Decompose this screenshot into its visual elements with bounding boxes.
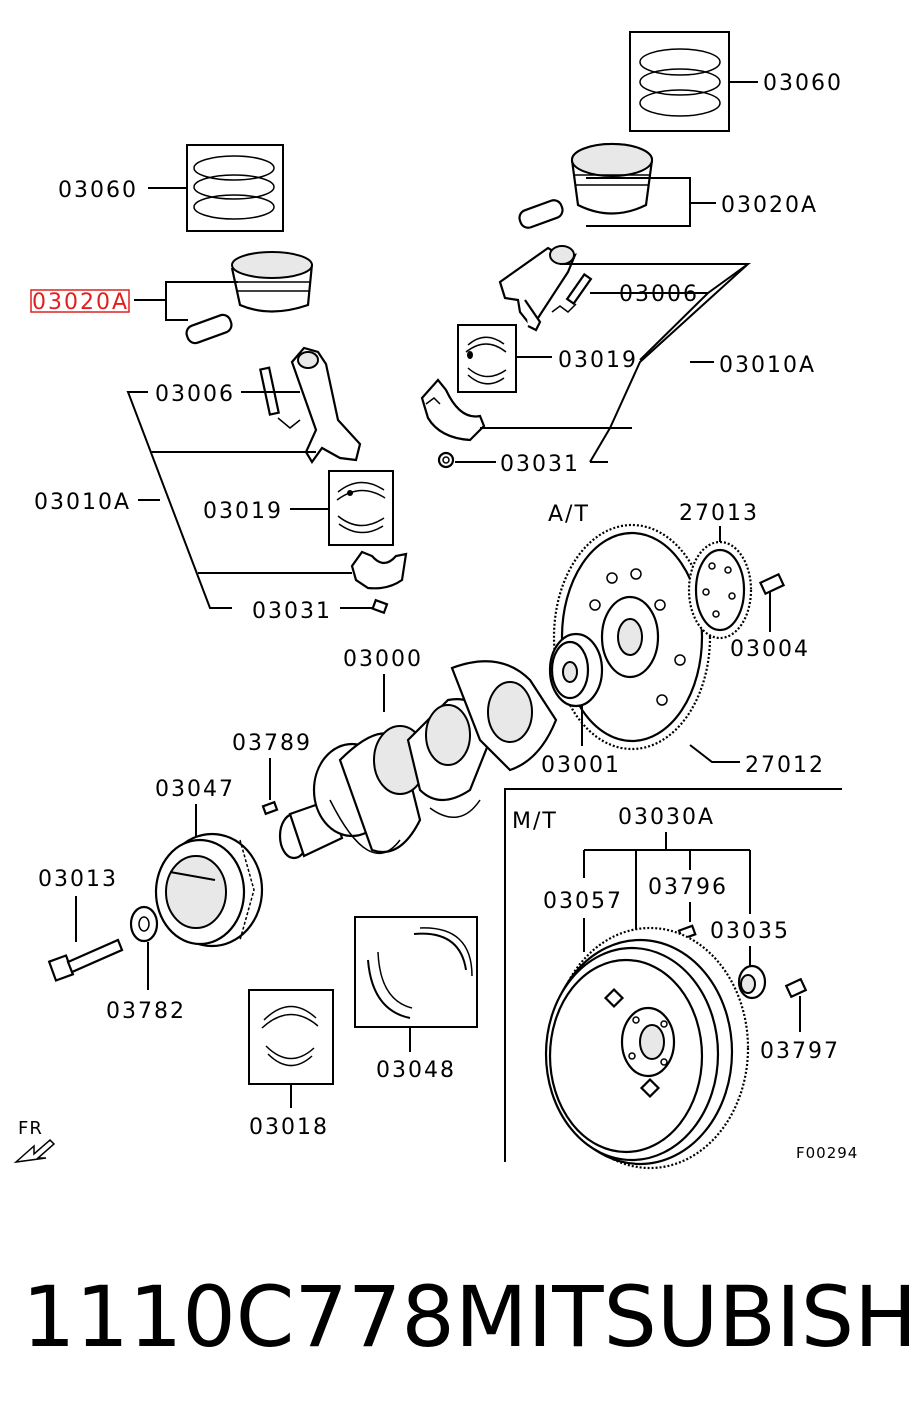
label-mt: M/T xyxy=(512,809,558,834)
thrust-bearing xyxy=(354,916,478,1052)
flywheel xyxy=(544,926,750,1170)
label-03797: 03797 xyxy=(760,1039,840,1064)
label-03047: 03047 xyxy=(155,777,235,802)
adapter-plate xyxy=(687,526,753,640)
mt-section-border xyxy=(504,788,842,1162)
exploded-parts-diagram: 03060 03020A 03006 03010A 03019 xyxy=(13,31,858,1170)
label-03060-left: 03060 xyxy=(58,178,138,203)
front-arrow-icon xyxy=(13,1138,56,1164)
cap-left xyxy=(340,550,408,615)
bolt-03004 xyxy=(758,572,786,632)
label-03018: 03018 xyxy=(249,1115,329,1140)
highlight-box xyxy=(30,289,130,313)
label-03010a-left: 03010A xyxy=(34,490,131,515)
label-03060-right: 03060 xyxy=(763,71,843,96)
piston-rings-top-left xyxy=(148,144,284,232)
brand-name: MITSUBISHI xyxy=(455,1268,909,1366)
label-03006-left: 03006 xyxy=(155,382,235,407)
washer-03782 xyxy=(129,905,159,990)
label-03057: 03057 xyxy=(543,889,623,914)
part-number: 1110C778 xyxy=(22,1268,455,1366)
bracket-03010a-left xyxy=(126,391,232,609)
label-03789: 03789 xyxy=(232,731,312,756)
label-03031-right: 03031 xyxy=(500,452,580,477)
label-03030a: 03030A xyxy=(618,805,715,830)
label-03031-left: 03031 xyxy=(252,599,332,624)
flywheel-bolt-mt xyxy=(784,977,808,1032)
label-03001: 03001 xyxy=(541,753,621,778)
label-03013: 03013 xyxy=(38,867,118,892)
label-27013: 27013 xyxy=(679,501,759,526)
label-03020a-right: 03020A xyxy=(721,193,818,218)
cap-right xyxy=(420,378,632,469)
label-03000: 03000 xyxy=(343,647,423,672)
label-03035: 03035 xyxy=(710,919,790,944)
label-03796: 03796 xyxy=(648,875,728,900)
crank-bolt xyxy=(47,938,124,982)
bearing-left xyxy=(290,470,394,546)
conrod-left xyxy=(241,346,362,465)
piston-left xyxy=(134,251,314,345)
bracket-03030a xyxy=(583,832,751,932)
label-03010a-right: 03010A xyxy=(719,353,816,378)
bearing-right xyxy=(457,324,552,393)
label-03019-left: 03019 xyxy=(203,499,283,524)
label-fr: FR xyxy=(18,1118,43,1139)
conrod-right xyxy=(498,245,708,332)
crank-pulley-damper xyxy=(154,832,264,948)
figure-code: F00294 xyxy=(796,1144,858,1162)
label-03020a-left: 03020A xyxy=(32,290,129,315)
label-03019-right: 03019 xyxy=(558,348,638,373)
label-03006-right: 03006 xyxy=(619,282,699,307)
label-03782: 03782 xyxy=(106,999,186,1024)
adapter-03001 xyxy=(548,632,604,746)
key-03789 xyxy=(261,800,279,816)
label-at: A/T xyxy=(548,502,590,527)
label-27012: 27012 xyxy=(745,753,825,778)
piston-rings-top-right xyxy=(629,31,758,132)
pilot-bearing xyxy=(737,964,767,1000)
crankshaft xyxy=(278,660,558,860)
label-03048: 03048 xyxy=(376,1058,456,1083)
bracket-03010a-right xyxy=(560,263,752,361)
label-03004: 03004 xyxy=(730,637,810,662)
main-bearing xyxy=(248,989,334,1108)
piston-right xyxy=(518,142,716,229)
